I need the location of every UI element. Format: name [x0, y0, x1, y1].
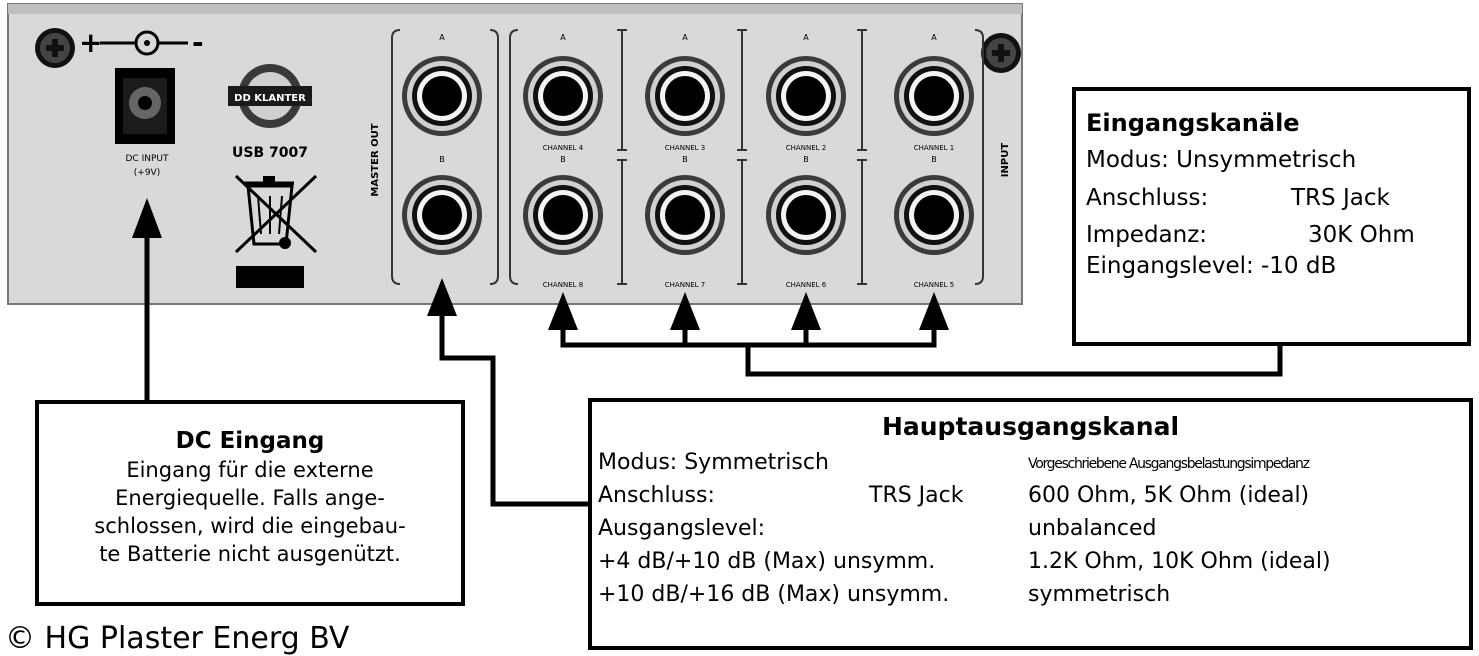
channel-label-bottom: CHANNEL 6 [786, 281, 827, 289]
channel-label-top: CHANNEL 4 [543, 144, 584, 152]
bal-label: symmetrisch [1028, 582, 1171, 607]
unbal-impedance-values: 600 Ohm, 5K Ohm (ideal) [1028, 483, 1310, 508]
master-out-label: MASTER OUT [370, 123, 381, 196]
connector-lines [144, 218, 1283, 507]
dc-input-box: DC Eingang Eingang für die externe Energ… [35, 400, 465, 606]
master-output-box: Hauptausgangskanal Modus: Symmetrisch An… [588, 398, 1473, 650]
channel-label-top: CHANNEL 3 [665, 144, 705, 152]
screw-icon-left [35, 28, 75, 68]
master-level-sym: +10 dB/+16 dB (Max) unsymm. [598, 582, 950, 607]
screw-icon-right [981, 33, 1021, 73]
input-jack-top-4 [894, 56, 974, 136]
rear-panel-top-strip [8, 4, 1022, 14]
copyright-text: © HG Plaster Energ BV [5, 621, 350, 656]
channel-label-bottom: CHANNEL 5 [914, 281, 954, 289]
input-bracket [509, 29, 984, 285]
master-level-unsym: +4 dB/+10 dB (Max) unsymm. [598, 549, 936, 574]
dc-arrowhead [132, 198, 162, 238]
input-label: INPUT [1000, 143, 1011, 178]
input-arrow-line [745, 345, 1283, 377]
brand-logo: DD KLANTER [228, 64, 312, 128]
channel-bus-line [560, 322, 937, 348]
master-out-jack-a [402, 56, 482, 136]
weee-bin-icon [234, 174, 318, 288]
load-impedance-header: Vorgeschriebene Ausgangsbelastungsimpeda… [1028, 456, 1310, 472]
logo-text: DD KLANTER [234, 93, 306, 104]
jack-array: A B A B CHANNEL 4 CHANNEL 8 A B CHANNEL 3 CHANNEL… [402, 33, 974, 289]
dc-box-line-4: te Batterie nicht ausgenützt. [99, 542, 401, 566]
jack-row-b-label: B [803, 155, 809, 164]
input-impedance-value: 30K Ohm [1308, 222, 1415, 248]
unbal-label: unbalanced [1028, 516, 1157, 541]
master-connector-value: TRS Jack [869, 483, 964, 508]
input-level-label: Eingangslevel: [1086, 253, 1254, 279]
jack-row-b-label: B [682, 155, 688, 164]
jack-row-b-label: B [439, 155, 445, 164]
polarity-plus: + [79, 26, 102, 59]
dc-box-title: DC Eingang [175, 428, 325, 454]
bal-impedance-values: 1.2K Ohm, 10K Ohm (ideal) [1028, 549, 1331, 574]
master-mode: Modus: Symmetrisch [598, 450, 829, 475]
channel-label-top: CHANNEL 2 [786, 144, 826, 152]
ch5-arrowhead [919, 292, 949, 330]
jack-row-b-label: B [560, 155, 566, 164]
polarity-minus: - [192, 26, 204, 59]
jack-row-b-label: B [931, 155, 937, 164]
input-jack-bottom-2 [645, 175, 725, 255]
master-out-bracket [391, 29, 499, 285]
model-label: USB 7007 [232, 145, 308, 161]
input-box-title: Eingangskanäle [1086, 109, 1300, 137]
jack-row-a-label: A [439, 33, 445, 42]
master-arrowhead [427, 278, 457, 316]
input-jack-bottom-1 [523, 175, 603, 255]
channel-dividers [617, 29, 867, 285]
ch7-arrowhead [670, 292, 700, 330]
input-jack-top-1 [523, 56, 603, 136]
dc-input-voltage: (+9V) [134, 168, 160, 178]
input-channels-box: Eingangskanäle Modus: Unsymmetrisch Ansc… [1072, 87, 1471, 346]
master-out-jack-b [402, 175, 482, 255]
arrowheads [132, 198, 949, 330]
master-box-title: Hauptausgangskanal [881, 412, 1180, 441]
dc-box-line-3: schlossen, wird die eingebau- [94, 514, 406, 538]
master-connector-label: Anschluss: [598, 483, 715, 508]
master-level-label: Ausgangslevel: [598, 516, 765, 541]
dc-box-line-1: Eingang für die externe [126, 458, 374, 482]
input-jack-bottom-4 [894, 175, 974, 255]
input-level-value: -10 dB [1261, 253, 1337, 279]
channel-label-bottom: CHANNEL 8 [543, 281, 583, 289]
channel-label-top: CHANNEL 1 [914, 144, 954, 152]
input-mode: Modus: Unsymmetrisch [1086, 147, 1357, 173]
jack-row-a-label: A [682, 33, 688, 42]
input-jack-bottom-3 [766, 175, 846, 255]
ch6-arrowhead [791, 292, 821, 330]
jack-row-a-label: A [560, 33, 566, 42]
input-jack-top-3 [766, 56, 846, 136]
input-impedance-label: Impedanz: [1086, 222, 1208, 248]
input-connector-value: TRS Jack [1291, 185, 1390, 211]
master-arrow-line [439, 300, 588, 507]
input-connector-label: Anschluss: [1086, 185, 1209, 211]
dc-input-jack [115, 68, 175, 144]
jack-row-a-label: A [803, 33, 809, 42]
jack-row-a-label: A [931, 33, 937, 42]
input-jack-top-2 [645, 56, 725, 136]
dc-polarity-symbol: + - [79, 26, 204, 59]
rear-panel [7, 3, 1023, 305]
dc-box-line-2: Energiequelle. Falls ange- [115, 486, 385, 510]
channel-label-bottom: CHANNEL 7 [665, 281, 705, 289]
dc-input-label: DC INPUT [126, 154, 169, 164]
ch8-arrowhead [548, 292, 578, 330]
